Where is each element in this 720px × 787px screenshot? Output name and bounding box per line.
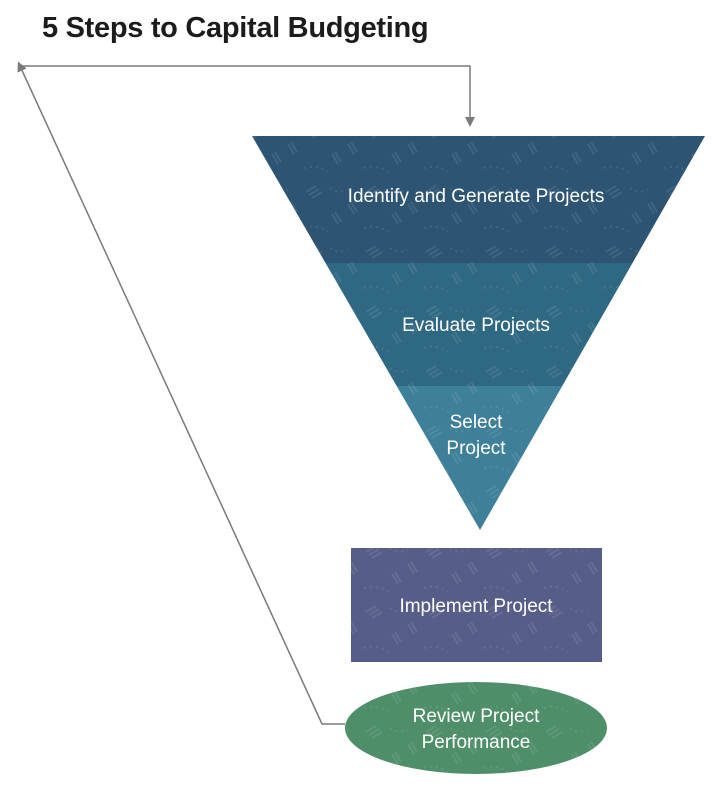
- implement-texture: [351, 548, 602, 662]
- feedback-arrow-up: [17, 61, 345, 725]
- step-evaluate-label: Evaluate Projects: [402, 315, 550, 336]
- feedback-arrow-down: [20, 65, 475, 127]
- page-title: 5 Steps to Capital Budgeting: [42, 12, 429, 44]
- step-review-label-line2: Performance: [422, 732, 531, 753]
- step-select-label-line2: Project: [446, 438, 506, 459]
- step-select-label-line1: Select: [450, 412, 504, 433]
- step-implement-label: Implement Project: [399, 596, 553, 617]
- step-review-label-line1: Review Project: [413, 706, 540, 727]
- review-texture: [345, 682, 607, 774]
- step-identify-label: Identify and Generate Projects: [348, 186, 605, 207]
